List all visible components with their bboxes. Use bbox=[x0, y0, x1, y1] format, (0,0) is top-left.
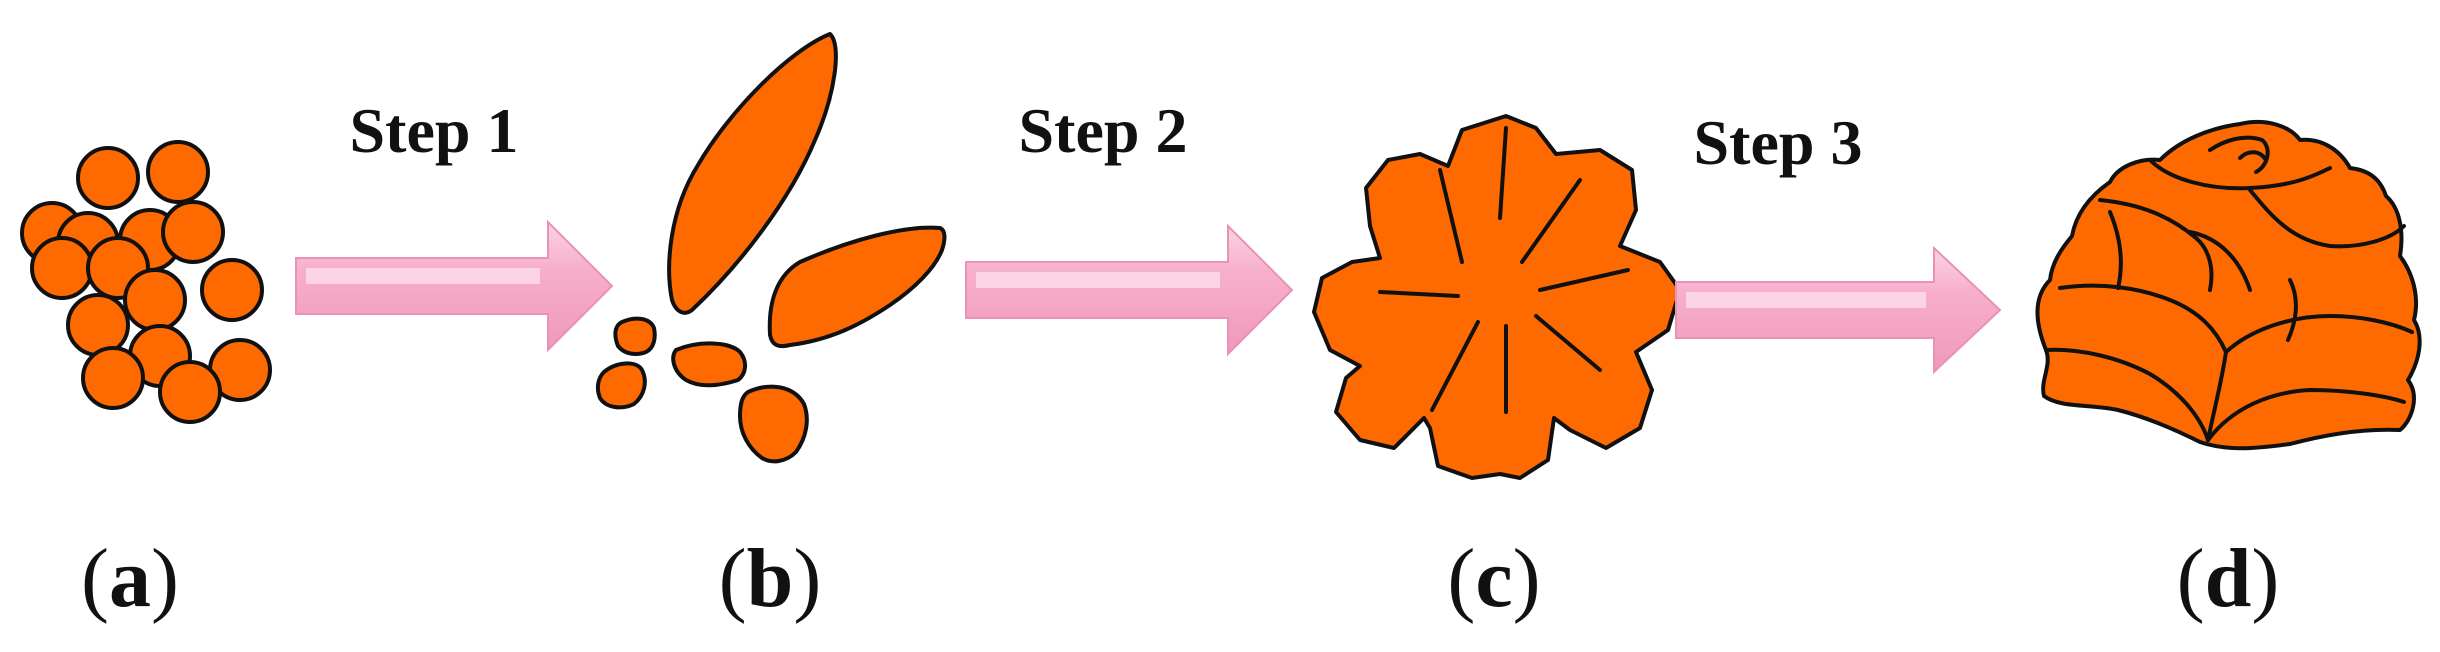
step-label-2: Step 2 bbox=[1019, 95, 1188, 166]
sphere bbox=[81, 346, 145, 410]
flower-outline bbox=[1312, 114, 1682, 480]
arrow-step-1 bbox=[295, 219, 614, 353]
medium-petal-fragment bbox=[767, 225, 947, 349]
small-fragment bbox=[738, 384, 809, 464]
flower-crease bbox=[1378, 290, 1460, 298]
flower-crease bbox=[1498, 126, 1508, 220]
arrow-step-3 bbox=[1675, 245, 2002, 375]
rose-petal-edge bbox=[2108, 210, 2123, 290]
panel-d-rose bbox=[2035, 119, 2422, 451]
panel-label-a: (a) bbox=[81, 532, 179, 625]
rose-petal-edge bbox=[2044, 347, 2210, 442]
step-label-1: Step 1 bbox=[350, 95, 519, 166]
rose-petal-edge bbox=[2208, 135, 2270, 174]
rose-petal-edge bbox=[2286, 278, 2298, 342]
panel-a-sphere-cluster bbox=[20, 140, 272, 424]
rose-petal-edge bbox=[2238, 150, 2268, 162]
sphere bbox=[158, 360, 222, 424]
sphere bbox=[66, 293, 130, 357]
rose-petal-edge bbox=[2206, 350, 2228, 442]
small-fragment bbox=[671, 341, 747, 388]
panel-label-b: (b) bbox=[719, 532, 822, 625]
sphere bbox=[30, 236, 94, 300]
small-fragment bbox=[595, 361, 647, 410]
rose-petal-edge bbox=[2058, 283, 2228, 354]
flower-crease bbox=[1534, 314, 1602, 372]
sphere bbox=[123, 268, 187, 332]
flower-crease bbox=[1538, 268, 1630, 292]
rose-petal-edge bbox=[2248, 188, 2406, 249]
arrow-step-2 bbox=[965, 223, 1294, 357]
flower-crease bbox=[1430, 320, 1480, 412]
rose-petal-edge bbox=[2098, 198, 2214, 292]
sphere bbox=[161, 200, 225, 264]
sphere bbox=[146, 140, 210, 204]
panel-b-fragments bbox=[595, 32, 947, 464]
sphere bbox=[76, 146, 140, 210]
large-petal-fragment bbox=[667, 32, 838, 315]
rose-petal-edge bbox=[2224, 314, 2414, 354]
panel-label-c: (c) bbox=[1447, 532, 1540, 625]
rose-petal-edge bbox=[2206, 388, 2406, 442]
flower-crease bbox=[1438, 168, 1464, 264]
sphere bbox=[200, 258, 264, 322]
panel-c-flat-flower bbox=[1312, 114, 1682, 480]
rose-petal-edge bbox=[2188, 230, 2252, 292]
panel-label-d: (d) bbox=[2177, 532, 2280, 625]
step-label-3: Step 3 bbox=[1694, 107, 1863, 178]
flower-crease bbox=[1520, 178, 1582, 264]
small-fragment bbox=[613, 316, 657, 356]
